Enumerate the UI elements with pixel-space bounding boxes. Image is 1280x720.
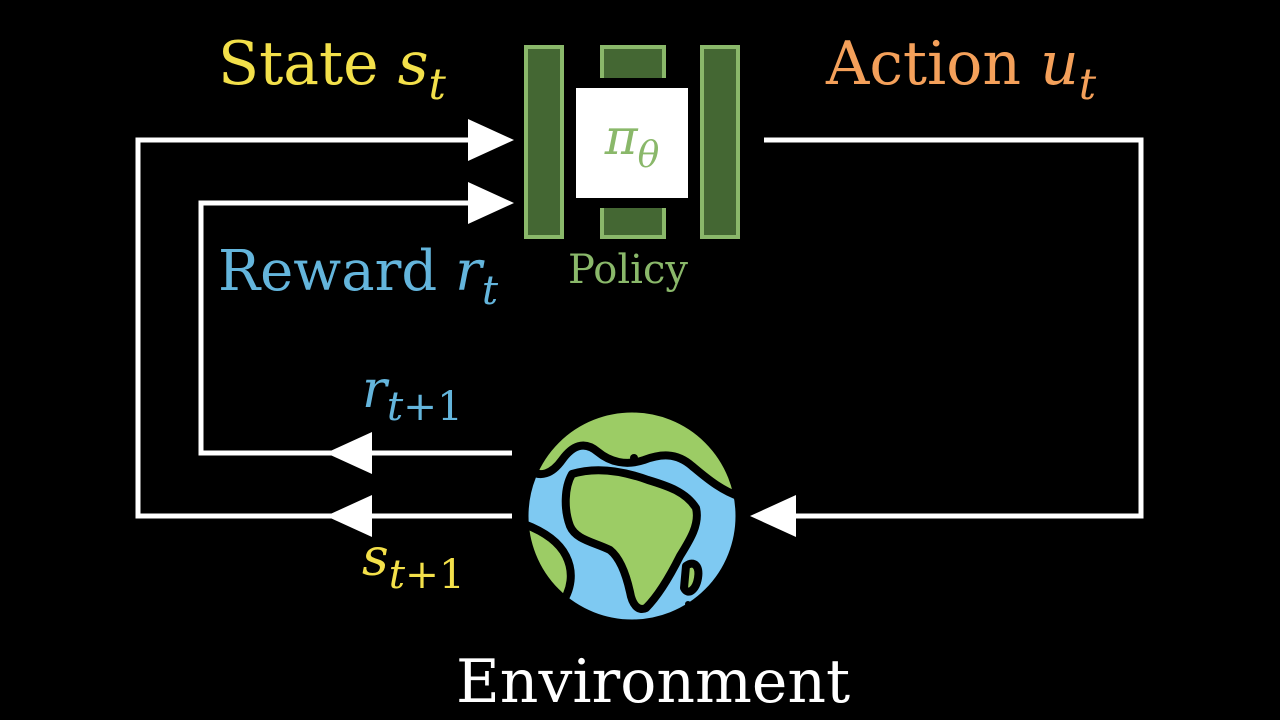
pi-symbol: π (604, 108, 638, 166)
action-word: Action (826, 29, 1021, 99)
action-subscript: t (1078, 60, 1097, 111)
next-state-label: st+1 (362, 532, 465, 594)
theta-subscript: θ (637, 134, 660, 176)
reward-label: Reward rt (218, 244, 498, 311)
earth-globe-icon (519, 403, 745, 629)
state-arrowhead (468, 119, 514, 161)
environment-label: Environment (456, 647, 851, 717)
reward-subscript: t (481, 267, 499, 315)
next-reward-arrowhead (326, 432, 372, 474)
policy-symbol: πθ (576, 112, 688, 173)
next-state-subscript-num: 1 (438, 549, 465, 598)
policy-caption: Policy (568, 247, 688, 293)
reward-word: Reward (218, 239, 438, 304)
next-state-arrowhead (326, 495, 372, 537)
reward-arrowhead (468, 182, 514, 224)
next-state-subscript-op: + (404, 549, 439, 598)
state-label: State st (218, 34, 446, 107)
state-subscript: t (428, 60, 446, 111)
state-symbol: s (397, 29, 429, 99)
state-feedback-line (135, 137, 512, 519)
next-state-symbol: s (362, 528, 389, 588)
reward-symbol: r (455, 239, 482, 304)
next-reward-subscript-var: t (386, 381, 404, 430)
action-line (764, 137, 1144, 519)
next-reward-subscript-op: + (403, 381, 438, 430)
action-arrowhead (750, 495, 796, 537)
action-symbol: u (1040, 29, 1079, 99)
state-word: State (218, 29, 379, 99)
action-label: Action ut (826, 34, 1096, 107)
neural-network-policy-icon (524, 45, 740, 239)
next-reward-subscript-num: 1 (437, 381, 463, 430)
arrowheads (326, 119, 796, 537)
next-state-subscript-var: t (388, 549, 405, 598)
next-reward-symbol: r (362, 360, 387, 420)
next-reward-label: rt+1 (362, 364, 463, 426)
